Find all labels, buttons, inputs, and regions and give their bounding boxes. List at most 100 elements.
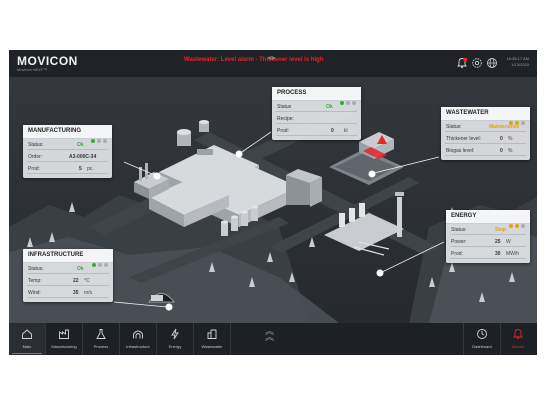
nav-wastewater-label: Wastewater	[201, 344, 223, 349]
scada-app-window: MOVICON Movicon NExT™ Wastewater: Level …	[9, 50, 537, 355]
prod-value: 5	[79, 166, 82, 172]
nav-alarms-label: Alarms	[511, 344, 525, 349]
wastewater-panel-title: WASTEWATER	[446, 110, 489, 116]
alarm-banner[interactable]: Wastewater: Level alarm - Thickener leve…	[184, 57, 324, 63]
infrastructure-status-row: Status: Ok	[27, 264, 109, 274]
nav-energy-label: Energy	[168, 344, 182, 349]
temp-label: Temp:	[28, 278, 42, 284]
status-label: Status:	[446, 124, 462, 130]
nav-main[interactable]: Main	[9, 323, 46, 355]
energy-panel-title: ENERGY	[451, 213, 477, 219]
alarm-bell-icon	[513, 329, 523, 340]
nav-infrastructure-label: Infrastructure	[126, 344, 150, 349]
power-value: 25	[495, 239, 501, 245]
wastewater-pools	[329, 132, 404, 185]
clock-time: 16:35:17 AM	[506, 56, 529, 61]
power-unit: W	[506, 239, 511, 245]
manufacturing-order-row: Order: A3-000C-34	[27, 152, 108, 162]
expand-menu-icon[interactable]: ︽︽	[265, 326, 275, 342]
prod-value: 0	[331, 128, 334, 134]
nav-alarms[interactable]: Alarms	[500, 323, 536, 355]
power-label: Power:	[451, 239, 467, 245]
marker-energy[interactable]	[376, 269, 384, 277]
nav-dashboard-label: Dashboard	[472, 344, 492, 349]
clock-date: 1/13/2020	[511, 62, 529, 67]
prod-unit: pc.	[87, 166, 94, 172]
tunnel-icon	[133, 330, 143, 339]
status-dots	[89, 130, 107, 148]
temp-value: 22	[73, 278, 79, 284]
process-panel[interactable]: PROCESS Status Ok Recipe: Prod: 0 kl	[272, 87, 361, 140]
nav-wastewater[interactable]: Wastewater	[194, 323, 231, 355]
prod-unit: MW/h	[506, 251, 520, 257]
top-bar: MOVICON Movicon NExT™ Wastewater: Level …	[9, 50, 537, 77]
energy-plant	[324, 192, 404, 256]
infrastructure-tunnel	[148, 293, 176, 303]
biogas-level-label: Biogas level:	[446, 148, 475, 154]
lightning-icon	[171, 328, 179, 340]
nav-manufacturing-label: Manufacturing	[51, 344, 77, 349]
clock: 16:35:17 AM 1/13/2020	[507, 56, 529, 68]
nav-energy[interactable]: Energy	[157, 323, 194, 355]
thickener-level-value: 0	[500, 136, 503, 142]
wind-unit: m/s	[84, 290, 93, 296]
status-dots	[90, 254, 108, 272]
process-panel-header: PROCESS	[272, 87, 361, 105]
manufacturing-panel-header: MANUFACTURING	[23, 125, 112, 143]
infrastructure-temp-row: Temp: 22 °C	[27, 276, 109, 286]
prod-label: Prod:	[451, 251, 463, 257]
gear-icon[interactable]	[471, 57, 483, 69]
nav-process-label: Process	[93, 344, 109, 349]
water-plant-icon	[207, 329, 217, 339]
manufacturing-status-row: Status: Ok	[27, 140, 108, 150]
status-label: Status:	[28, 142, 44, 148]
energy-status-row: Status: Stop	[450, 225, 526, 235]
marker-manufacturing[interactable]	[153, 172, 161, 180]
manufacturing-panel[interactable]: MANUFACTURING Status: Ok Order: A3-000C-…	[23, 125, 112, 178]
infrastructure-panel-title: INFRASTRUCTURE	[28, 252, 84, 258]
wind-label: Wind:	[28, 290, 41, 296]
infrastructure-panel[interactable]: INFRASTRUCTURE Status: Ok Temp: 22 °C Wi…	[23, 249, 113, 302]
status-label: Status:	[451, 227, 467, 233]
process-prod-row: Prod: 0 kl	[276, 126, 357, 136]
process-tanks	[177, 120, 213, 155]
marker-infrastructure[interactable]	[165, 303, 173, 311]
process-status-row: Status Ok	[276, 102, 357, 112]
wastewater-thickener-row: Thickener level: 0 %	[445, 134, 526, 144]
wastewater-biogas-row: Biogas level: 0 %	[445, 146, 526, 156]
thickener-level-label: Thickener level:	[446, 136, 482, 142]
status-value: Ok	[326, 104, 333, 110]
recipe-label: Recipe:	[277, 116, 294, 122]
callout-lines	[113, 131, 445, 308]
nav-manufacturing[interactable]: Manufacturing	[46, 323, 83, 355]
prod-label: Prod:	[277, 128, 289, 134]
energy-power-row: Power: 25 W	[450, 237, 526, 247]
energy-prod-row: Prod: 30 MW/h	[450, 249, 526, 259]
energy-panel[interactable]: ENERGY Status: Stop Power: 25 W Prod: 30…	[446, 210, 530, 263]
nav-dashboard[interactable]: Dashboard	[463, 323, 501, 355]
expand-alarms-icon[interactable]: ︽︾	[268, 53, 275, 65]
globe-icon[interactable]	[486, 57, 498, 69]
energy-panel-header: ENERGY	[446, 210, 530, 228]
infrastructure-panel-header: INFRASTRUCTURE	[23, 249, 113, 267]
marker-process[interactable]	[235, 150, 243, 158]
callout-markers	[153, 150, 384, 311]
status-value: Stop	[495, 227, 507, 233]
process-recipe-row: Recipe:	[276, 114, 357, 124]
wastewater-panel-header: WASTEWATER	[441, 107, 530, 125]
process-silos	[221, 169, 322, 236]
wastewater-status-row: Status: Maintenance	[445, 122, 526, 132]
marker-wastewater[interactable]	[368, 170, 376, 178]
flask-icon	[96, 329, 106, 339]
process-panel-title: PROCESS	[277, 90, 307, 96]
biogas-level-value: 0	[500, 148, 503, 154]
prod-value: 30	[495, 251, 501, 257]
alarm-bell-icon[interactable]	[456, 57, 468, 69]
temp-unit: °C	[84, 278, 90, 284]
nav-process[interactable]: Process	[83, 323, 120, 355]
wastewater-panel[interactable]: WASTEWATER Status: Maintenance Thickener…	[441, 107, 530, 160]
status-value: Ok	[77, 142, 84, 148]
bottom-navigation: Main Manufacturing Process Infrastructur…	[9, 323, 537, 355]
nav-infrastructure[interactable]: Infrastructure	[120, 323, 157, 355]
order-value: A3-000C-34	[69, 154, 97, 160]
